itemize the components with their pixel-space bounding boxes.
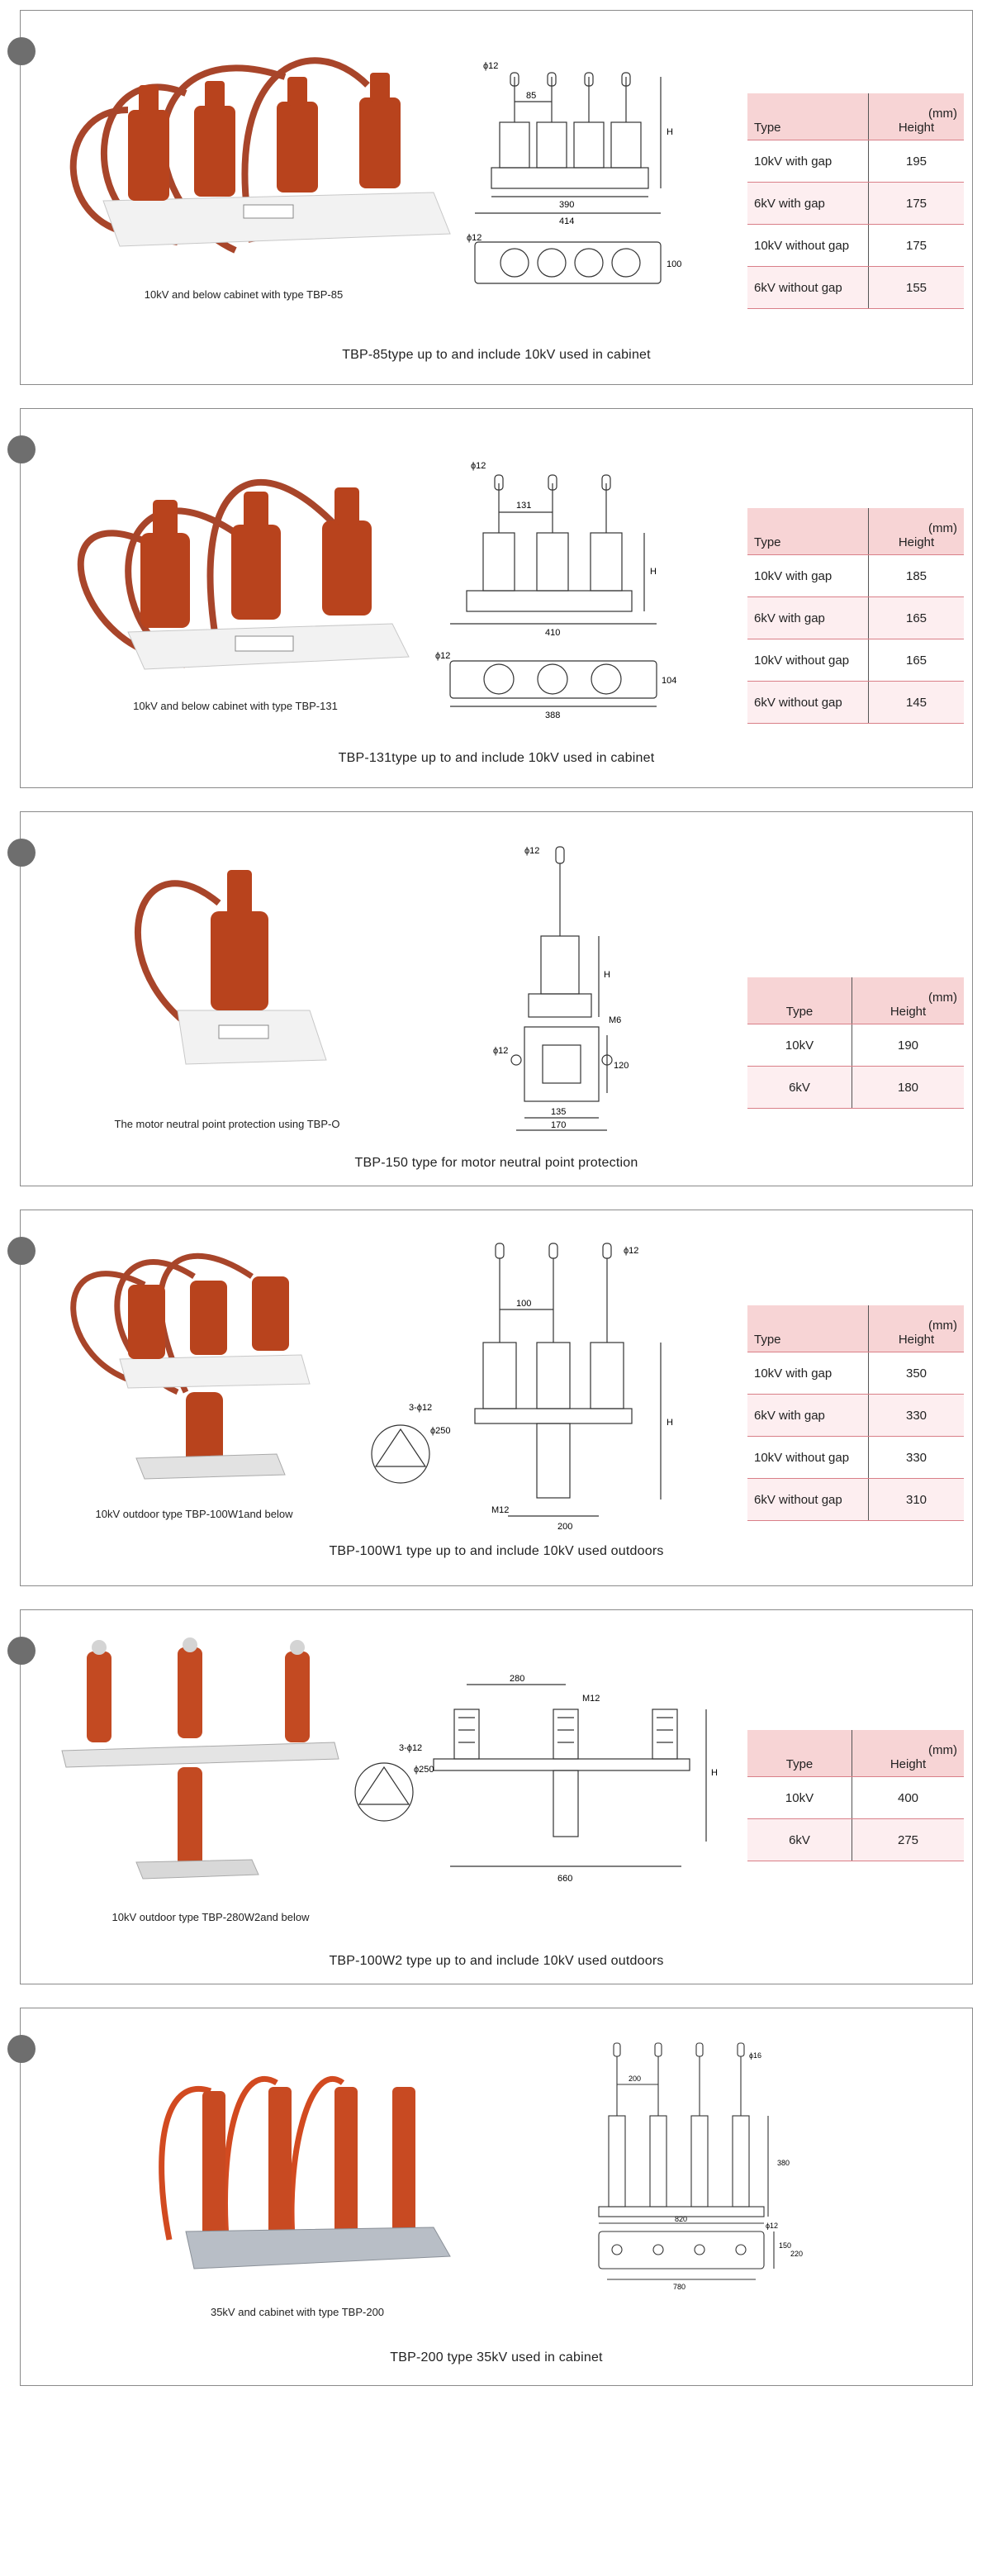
product-photo <box>70 1252 311 1480</box>
dim-m: M12 <box>491 1505 509 1515</box>
dim-w2: 388 <box>545 711 560 720</box>
product-photo <box>135 870 327 1065</box>
dim-phi: ϕ12 <box>471 461 486 471</box>
product-panel-tbp-200: 35kV and cabinet with type TBP-200 ϕ16 2… <box>7 2008 973 2386</box>
figure-title: TBP-100W2 type up to and include 10kV us… <box>329 1954 664 1968</box>
dim-w1: 200 <box>557 1522 572 1532</box>
figure-title: TBP-100W1 type up to and include 10kV us… <box>329 1544 664 1558</box>
dimension-drawing: ϕ12 H M6 ϕ12 120 135 170 <box>493 846 629 1131</box>
dim-w1: 410 <box>545 628 560 638</box>
bullet-marker <box>7 37 36 65</box>
figure-title: TBP-150 type for motor neutral point pro… <box>354 1156 638 1170</box>
col-type: Type <box>747 93 869 140</box>
product-caption: The motor neutral point protection using… <box>114 1118 340 1130</box>
figure-title: TBP-200 type 35kV used in cabinet <box>390 2350 603 2365</box>
product-photo <box>159 2075 451 2269</box>
bullet-marker <box>7 435 36 463</box>
product-panel-tbp-150: The motor neutral point protection using… <box>7 811 973 1186</box>
dim-w1: 660 <box>557 1874 572 1884</box>
dim-pitch: 85 <box>526 91 536 101</box>
bullet-marker <box>7 839 36 867</box>
dimension-drawing: ϕ12 85 H 390 414 ϕ12 100 <box>467 61 681 284</box>
dim-w1: 390 <box>559 200 574 210</box>
dim-w1: 135 <box>551 1107 566 1117</box>
product-panel-tbp-100w2: 10kV outdoor type TBP-280W2and below 280… <box>7 1609 973 1984</box>
product-panel-tbp-100w1: 10kV outdoor type TBP-100W1and below ϕ12… <box>7 1210 973 1586</box>
dim-w2: 780 <box>673 2283 686 2291</box>
dim-d: 120 <box>614 1061 629 1071</box>
product-caption: 10kV outdoor type TBP-100W1and below <box>95 1508 293 1520</box>
dim-h: H <box>667 127 673 137</box>
dim-m: M6 <box>609 1015 621 1025</box>
figure-title: TBP-85type up to and include 10kV used i… <box>342 348 651 362</box>
dim-pitch: 100 <box>516 1299 531 1309</box>
dimension-drawing: 280 M12 3-ϕ12 ϕ250 H 660 <box>354 1674 718 1884</box>
dim-h: H <box>667 1418 673 1428</box>
dim-phi2: ϕ12 <box>435 651 450 661</box>
dimension-drawing: ϕ12 131 H 410 ϕ12 104 388 <box>435 461 676 720</box>
dim-w2: 170 <box>551 1120 566 1130</box>
dim-pitch: 200 <box>629 2075 641 2083</box>
dim-holes: 3-ϕ12 <box>409 1403 432 1413</box>
dim-phi: ϕ12 <box>624 1246 638 1256</box>
dim-h: H <box>711 1768 718 1778</box>
dim-phi2: ϕ12 <box>467 233 482 243</box>
figure-title: TBP-131type up to and include 10kV used … <box>338 751 655 765</box>
dim-w2: 414 <box>559 216 574 226</box>
product-photo <box>69 57 451 254</box>
dim-h: 380 <box>777 2159 790 2167</box>
product-caption: 35kV and cabinet with type TBP-200 <box>210 2306 385 2318</box>
bullet-marker <box>7 1637 36 1665</box>
dim-circle: ϕ250 <box>414 1765 434 1775</box>
dim-pitch: 131 <box>516 501 531 511</box>
dim-d1: 150 <box>779 2241 791 2250</box>
dim-h: H <box>604 970 610 980</box>
product-panel-tbp-85: 10kV and below cabinet with type TBP-85 … <box>7 10 973 385</box>
dim-phi: ϕ12 <box>524 846 539 856</box>
product-caption: 10kV and below cabinet with type TBP-131 <box>133 700 338 712</box>
dim-w1: 820 <box>675 2215 687 2223</box>
bullet-marker <box>7 1237 36 1265</box>
dim-phi2: ϕ12 <box>493 1046 508 1056</box>
dim-phi: ϕ12 <box>483 61 498 71</box>
dim-circle: ϕ250 <box>430 1426 451 1436</box>
product-photo <box>77 479 410 670</box>
dim-m: M12 <box>582 1694 600 1704</box>
dim-holes: 3-ϕ12 <box>399 1743 422 1753</box>
product-photo <box>61 1637 339 1880</box>
dim-phi2: ϕ12 <box>766 2222 778 2230</box>
dim-d: 104 <box>662 676 676 686</box>
product-caption: 10kV outdoor type TBP-280W2and below <box>111 1911 310 1923</box>
dim-pitch: 280 <box>510 1674 524 1684</box>
bullet-marker <box>7 2035 36 2063</box>
product-caption: 10kV and below cabinet with type TBP-85 <box>144 288 344 301</box>
product-panel-tbp-131: 10kV and below cabinet with type TBP-131… <box>7 408 973 788</box>
dim-d2: 220 <box>790 2250 803 2258</box>
dim-d: 100 <box>667 259 681 269</box>
dimension-drawing: ϕ12 100 3-ϕ12 ϕ250 H M12 200 <box>371 1243 673 1532</box>
dim-h: H <box>650 567 657 577</box>
dim-phi: ϕ16 <box>749 2051 761 2060</box>
dimension-drawing: ϕ16 200 380 820 ϕ12 150 220 780 <box>598 2042 803 2291</box>
